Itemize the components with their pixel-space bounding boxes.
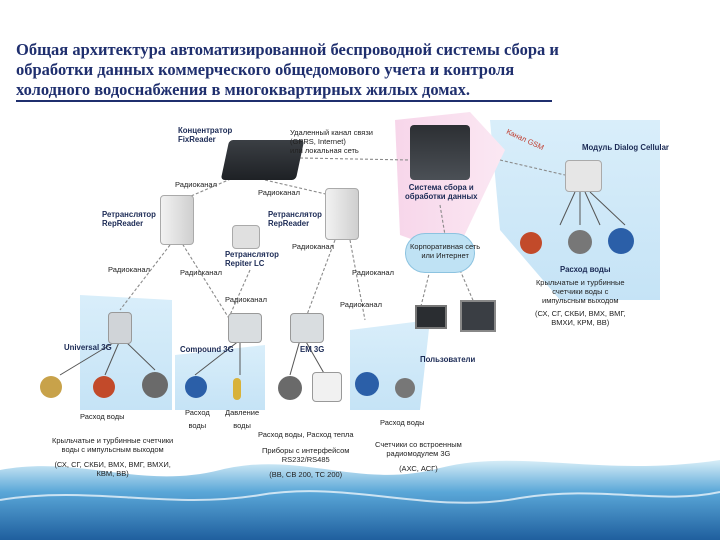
radio-label-3: Радиоканал	[292, 242, 334, 251]
remote-channel-label: Удаленный канал связи(GPRS, Internet)или…	[290, 128, 373, 155]
meter-left-3	[142, 372, 168, 398]
flow-temp-label: Расход воды, Расход тепла	[258, 430, 354, 439]
water-flow-left-label: Расход воды	[80, 412, 125, 421]
compound-3g-device	[228, 313, 262, 343]
em-3g-device	[290, 313, 324, 343]
title-line-2: обработки данных коммерческого общедомов…	[16, 60, 515, 79]
radio-label-8: Радиоканал	[340, 300, 382, 309]
dialog-module-device	[565, 160, 602, 192]
radio-label-1: Радиоканал	[175, 180, 217, 189]
radio-label-4: Радиоканал	[108, 265, 150, 274]
title-line-1: Общая архитектура автоматизированной бес…	[16, 40, 559, 59]
panel-right-top	[490, 120, 660, 300]
radio-label-6: Радиоканал	[352, 268, 394, 277]
water-splash	[0, 460, 720, 540]
repeater-lc-device	[232, 225, 260, 249]
water-flow-3g-label: Расход воды	[380, 418, 425, 427]
compound-label: Compound 3G	[180, 345, 234, 354]
pressure-sensor	[233, 378, 241, 400]
meter-left-1	[40, 376, 62, 398]
laptop-icon	[415, 305, 447, 329]
meter-left-2	[93, 376, 115, 398]
corp-net-cloud	[405, 233, 475, 273]
panel-right-low	[350, 320, 430, 410]
em-label: EM 3G	[300, 345, 325, 354]
universal-3g-device	[108, 312, 132, 344]
radio-label-5: Радиоканал	[180, 268, 222, 277]
module-label: Модуль Dialog Cellular	[582, 143, 669, 152]
meter-right-2	[568, 230, 592, 254]
radio-label-7: Радиоканал	[225, 295, 267, 304]
title-line-3: холодного водоснабжения в многоквартирны…	[16, 80, 471, 99]
universal-label: Universal 3G	[64, 343, 112, 352]
meter-right-3	[608, 228, 634, 254]
title-underline	[16, 100, 552, 102]
radio-label-2: Радиоканал	[258, 188, 300, 197]
server-rack	[410, 125, 470, 180]
repeater-left-device	[160, 195, 194, 245]
users-label: Пользователи	[420, 355, 476, 364]
meter-mid-1	[185, 376, 207, 398]
meter-3g-2	[395, 378, 415, 398]
repeater-mid-device	[325, 188, 359, 240]
meter-3g-1	[355, 372, 379, 396]
meter-right-1	[520, 232, 542, 254]
page-title: Общая архитектура автоматизированной бес…	[16, 40, 706, 100]
heat-calculator	[312, 372, 342, 402]
desktop-pc-icon	[460, 300, 496, 332]
water-flow-right-label: Расход воды	[560, 265, 611, 274]
meter-mid-2	[278, 376, 302, 400]
